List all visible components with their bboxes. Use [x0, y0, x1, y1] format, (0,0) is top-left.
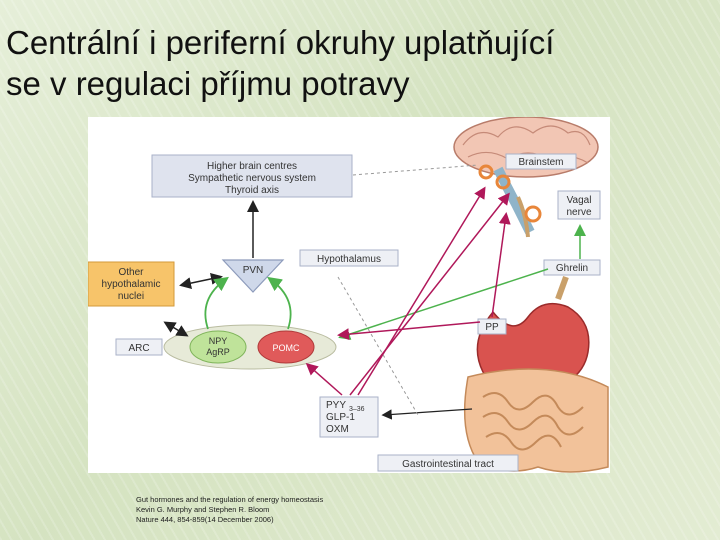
title-line-1: Centrální i periferní okruhy uplatňující — [6, 24, 555, 61]
pvn-node: PVN — [221, 259, 285, 293]
hypothalamus-box: Hypothalamus — [299, 249, 399, 267]
pp-box: PP — [477, 318, 507, 335]
arc-label: ARC — [128, 343, 149, 354]
higher-brain-line-3: Thyroid axis — [225, 185, 279, 196]
brainstem-box: Brainstem — [505, 153, 577, 170]
vagal-nodes — [478, 164, 542, 223]
gi-tract-box: Gastrointestinal tract — [377, 454, 519, 472]
higher-brain-line-2: Sympathetic nervous system — [188, 173, 316, 184]
arc-nucleus: NPY AgRP POMC — [163, 324, 337, 370]
pyy-label: PYY — [326, 400, 346, 411]
brainstem-label: Brainstem — [518, 157, 563, 168]
diagram-figure: Higher brain centres Sympathetic nervous… — [88, 117, 610, 473]
other-hypothalamic-box: Other hypothalamic nuclei — [88, 261, 175, 307]
gi-tract-label: Gastrointestinal tract — [402, 459, 494, 470]
npy-label: NPY — [209, 336, 228, 346]
caption-line-1: Gut hormones and the regulation of energ… — [136, 495, 324, 504]
ghrelin-label: Ghrelin — [556, 263, 588, 274]
caption-line-2: Kevin G. Murphy and Stephen R. Bloom — [136, 505, 270, 514]
hypothalamus-label: Hypothalamus — [317, 254, 381, 265]
slide-title: Centrální i periferní okruhy uplatňující… — [6, 22, 706, 104]
other-hyp-line-3: nuclei — [118, 291, 144, 302]
agrp-label: AgRP — [206, 347, 230, 357]
glp1-label: GLP-1 — [326, 412, 355, 423]
vagal-line-2: nerve — [566, 207, 591, 218]
pomc-label: POMC — [273, 343, 301, 353]
higher-brain-box: Higher brain centres Sympathetic nervous… — [151, 154, 353, 198]
diagram-svg: Higher brain centres Sympathetic nervous… — [88, 117, 609, 473]
oxm-label: OXM — [326, 424, 349, 435]
caption-line-3: Nature 444, 854-859(14 December 2006) — [136, 515, 274, 524]
magenta-arrows — [305, 186, 511, 420]
other-hyp-line-2: hypothalamic — [102, 279, 161, 290]
vagal-nerve-box: Vagal nerve — [557, 190, 601, 220]
dashed-lines — [337, 164, 479, 416]
figure-caption: Gut hormones and the regulation of energ… — [136, 495, 536, 525]
other-hyp-line-1: Other — [118, 267, 144, 278]
pp-label: PP — [485, 322, 499, 333]
green-arrows — [204, 224, 586, 340]
ghrelin-box: Ghrelin — [543, 259, 601, 276]
intestines-illustration — [463, 368, 609, 473]
arc-box: ARC — [115, 338, 163, 356]
vagal-line-1: Vagal — [567, 195, 592, 206]
pyy-subscript: 3–36 — [349, 406, 365, 413]
pvn-label: PVN — [243, 265, 264, 276]
gut-hormones-box: PYY 3–36 GLP-1 OXM — [319, 396, 379, 438]
higher-brain-line-1: Higher brain centres — [207, 161, 297, 172]
title-line-2: se v regulaci příjmu potravy — [6, 65, 410, 102]
